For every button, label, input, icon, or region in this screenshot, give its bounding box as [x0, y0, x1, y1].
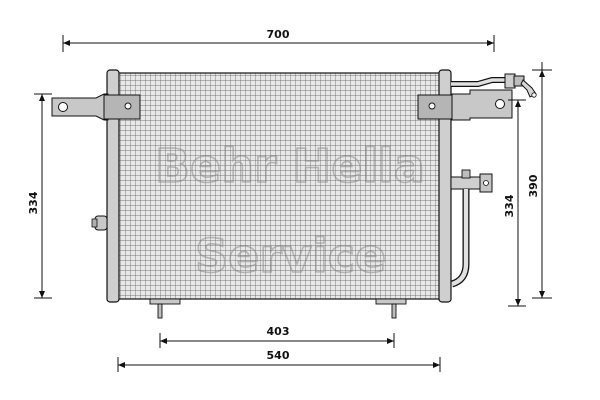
watermark-line2: Service [195, 229, 386, 283]
dimension-mount-spacing: 403 [159, 325, 395, 348]
bottom-mount-pin-right [375, 298, 407, 319]
condenser-core [117, 72, 441, 300]
dimension-label-540: 540 [267, 349, 290, 362]
dimension-height-right-outer: 390 [527, 62, 552, 299]
right-mount-bracket [417, 89, 513, 121]
dimension-label-334-left: 334 [27, 191, 40, 214]
left-side-stub [91, 215, 108, 231]
outlet-pipe-fitting [450, 169, 493, 288]
dimension-height-right-inner: 334 [503, 99, 526, 307]
bottom-mount-pin-left [149, 298, 181, 319]
dimension-overall-width: 700 [62, 28, 495, 52]
dimension-core-width: 540 [117, 349, 441, 372]
inlet-pipe-fitting [451, 73, 537, 98]
left-tank [106, 69, 120, 303]
left-mount-bracket [51, 93, 141, 121]
dimension-label-334-right: 334 [503, 194, 516, 217]
dimension-label-700: 700 [267, 28, 290, 41]
watermark-line1: Behr Hella [155, 139, 425, 193]
dimension-label-390: 390 [527, 174, 540, 197]
dimension-label-403: 403 [267, 325, 290, 338]
dimension-height-left: 334 [27, 93, 52, 299]
